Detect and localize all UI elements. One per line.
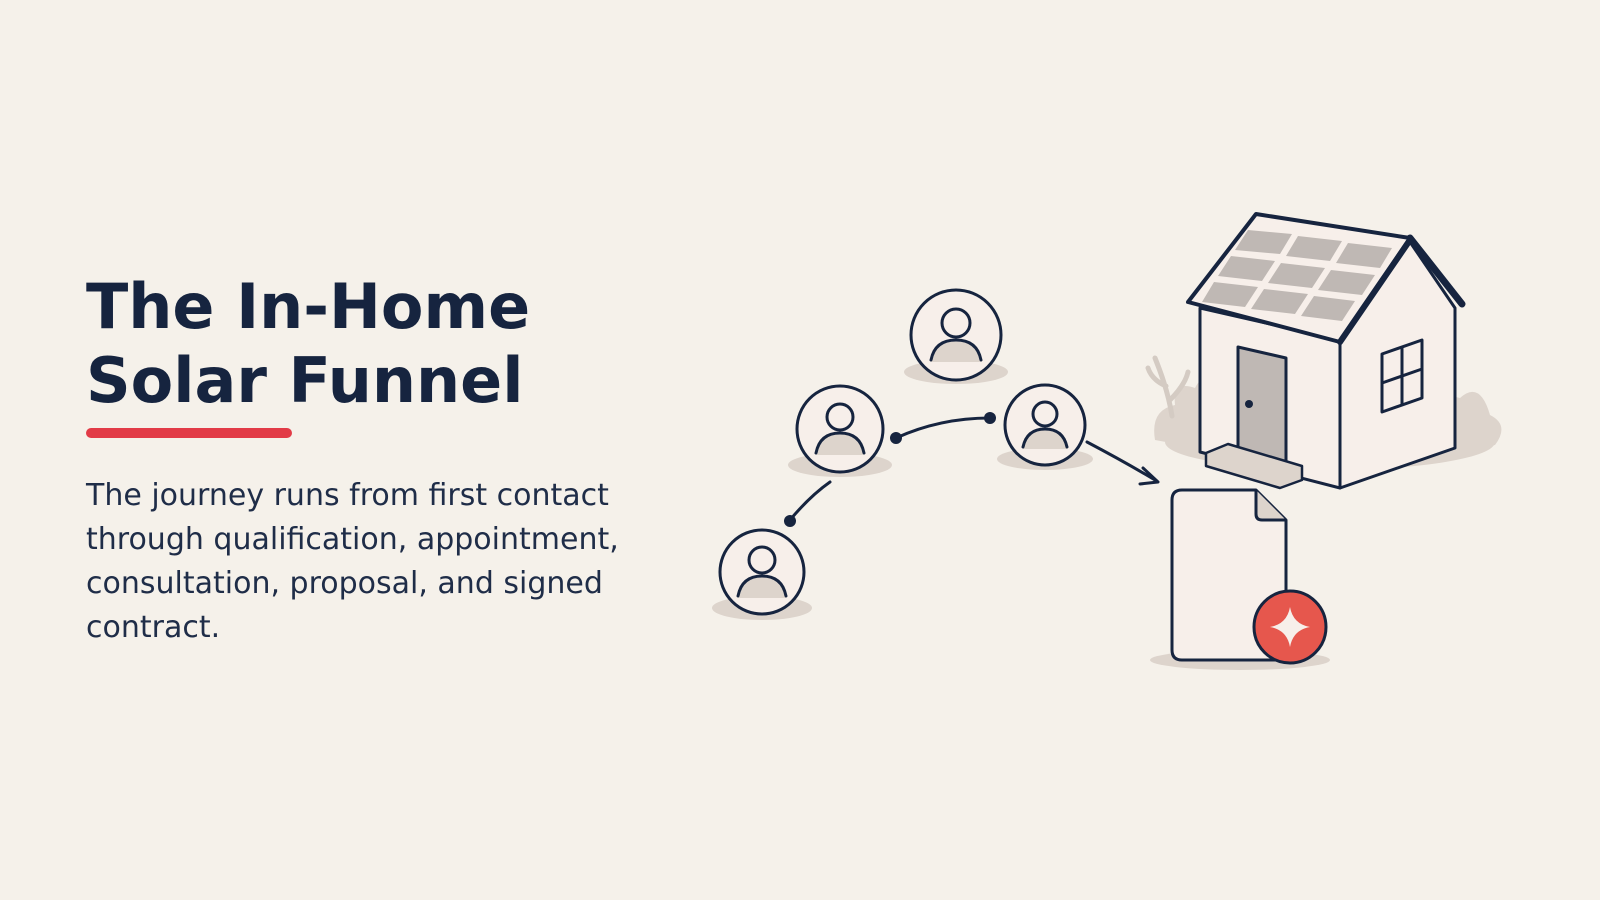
arrow-line [1085, 440, 1157, 482]
title-underline [86, 428, 292, 438]
person-icon-4 [997, 383, 1093, 470]
plant [1145, 355, 1191, 419]
connector-line-1 [788, 480, 832, 522]
page-title: The In-Home Solar Funnel [86, 270, 531, 417]
slide-description: The journey runs from first contact thro… [86, 478, 619, 645]
connector-line-2 [894, 416, 992, 440]
person-icon-1 [712, 528, 812, 620]
text-block: The In-Home Solar Funnel The journey run… [86, 270, 706, 650]
door-step [1204, 442, 1304, 490]
funnel-illustration [712, 212, 1502, 670]
person-icon-3 [904, 288, 1008, 384]
door [1236, 345, 1288, 466]
connector-dot-1 [784, 515, 796, 527]
house-icon [1145, 212, 1502, 490]
sparkle-badge-icon [1252, 589, 1328, 665]
connector-dot-2 [890, 432, 902, 444]
roof-ridge [1406, 234, 1466, 308]
connector-dot-3 [984, 412, 996, 424]
solar-panel-icon [1202, 230, 1392, 321]
arrow-icon [1138, 466, 1160, 486]
person-icon-2 [788, 384, 892, 477]
